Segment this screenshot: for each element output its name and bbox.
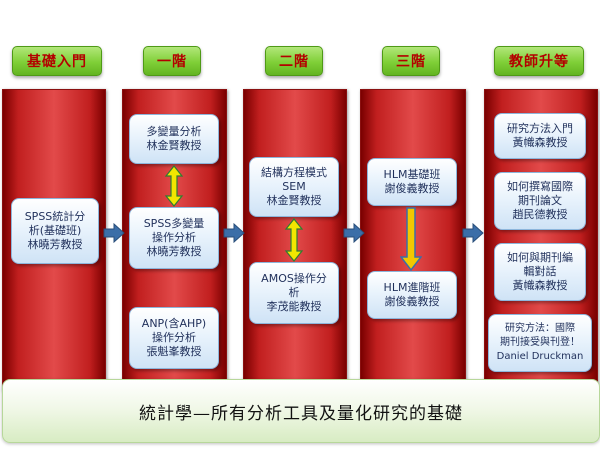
arrow-right-icon [103, 222, 125, 244]
header-promotion: 教師升等 [494, 46, 584, 76]
arrow-right-icon [462, 222, 484, 244]
course-amos-label: AMOS操作分 析 李茂能教授 [261, 272, 327, 313]
course-intl-paper: 如何撰寫國際 期刊論文 趙民德教授 [494, 172, 586, 230]
course-research-intro-label: 研究方法入門 黃幟森教授 [507, 122, 573, 149]
course-editor-talk-label: 如何與期刊編 輯對話 黃幟森教授 [507, 251, 573, 292]
course-druckman: 研究方法：國際 期刊接受與刊登！ Daniel Druckman [488, 314, 592, 372]
course-spss-multivariate: SPSS多變量 操作分析 林曉芳教授 [129, 207, 219, 269]
header-foundation: 基礎入門 [12, 46, 102, 76]
foundation-text: 統計學—所有分析工具及量化研究的基礎 [139, 403, 463, 424]
course-spss-multivariate-label: SPSS多變量 操作分析 林曉芳教授 [143, 217, 205, 258]
course-spss-basic: SPSS統計分 析(基礎班) 林曉芳教授 [11, 198, 99, 264]
course-spss-basic-label: SPSS統計分 析(基礎班) 林曉芳教授 [24, 210, 86, 251]
course-hlm-basic-label: HLM基礎班 謝俊義教授 [383, 168, 441, 195]
course-editor-talk: 如何與期刊編 輯對話 黃幟森教授 [494, 243, 586, 301]
course-research-intro: 研究方法入門 黃幟森教授 [494, 113, 586, 159]
course-hlm-advanced-label: HLM進階班 謝俊義教授 [383, 281, 441, 308]
foundation-bar: 統計學—所有分析工具及量化研究的基礎 [2, 379, 600, 443]
course-hlm-basic: HLM基礎班 謝俊義教授 [367, 158, 457, 206]
course-anp: ANP(含AHP) 操作分析 張魁峯教授 [129, 307, 219, 369]
header-level-3: 三階 [382, 46, 440, 76]
header-level-2: 二階 [265, 46, 323, 76]
course-anp-label: ANP(含AHP) 操作分析 張魁峯教授 [141, 317, 207, 358]
course-multivariate: 多變量分析 林金賢教授 [129, 114, 219, 164]
course-multivariate-label: 多變量分析 林金賢教授 [146, 125, 202, 152]
arrow-right-icon [343, 222, 365, 244]
course-amos: AMOS操作分 析 李茂能教授 [249, 262, 339, 324]
course-sem: 結構方程模式 SEM 林金賢教授 [249, 157, 339, 217]
course-intl-paper-label: 如何撰寫國際 期刊論文 趙民德教授 [507, 180, 573, 221]
double-arrow-vertical-icon [284, 218, 304, 262]
arrow-right-icon [223, 222, 245, 244]
header-level-1: 一階 [143, 46, 201, 76]
double-arrow-vertical-icon [164, 165, 184, 207]
course-hlm-advanced: HLM進階班 謝俊義教授 [367, 271, 457, 319]
course-druckman-label: 研究方法：國際 期刊接受與刊登！ Daniel Druckman [496, 323, 584, 362]
arrow-down-icon [400, 207, 422, 271]
course-sem-label: 結構方程模式 SEM 林金賢教授 [261, 166, 327, 207]
